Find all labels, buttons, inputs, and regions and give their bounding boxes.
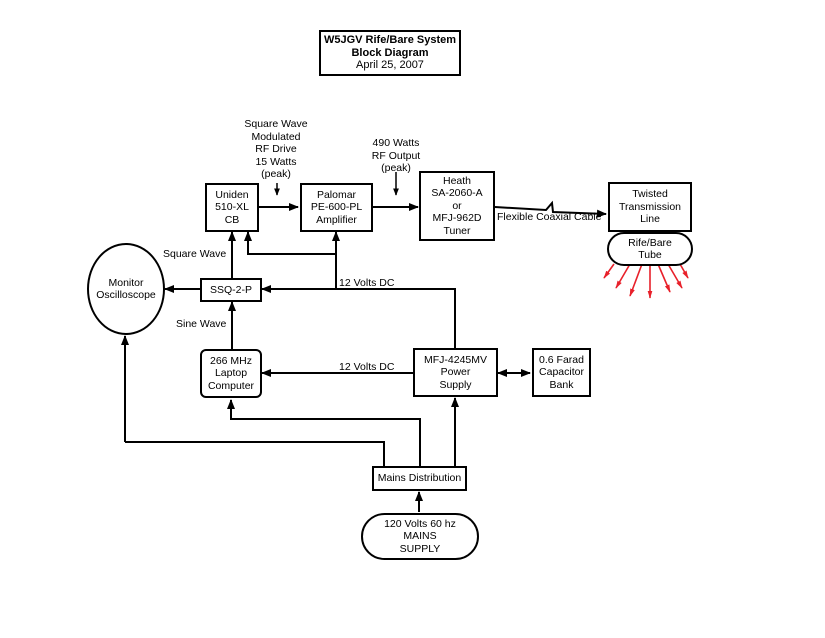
block-text: Supply — [439, 378, 472, 391]
block-text: Twisted — [632, 188, 668, 201]
block-text: Bank — [549, 378, 574, 391]
block-laptop-computer: 266 MHz Laptop Computer — [200, 349, 262, 398]
block-capacitor-bank: 0.6 Farad Capacitor Bank — [532, 348, 591, 397]
annotation-coax: Flexible Coaxial Cable — [497, 211, 602, 223]
annotation-text: 15 Watts — [255, 155, 297, 168]
annotation-12v-upper: 12 Volts DC — [339, 277, 395, 289]
block-uniden-cb: Uniden 510-XL CB — [205, 183, 259, 232]
block-text: CB — [224, 213, 240, 226]
annotation-text: RF Drive — [255, 143, 297, 155]
block-text: Capacitor — [539, 366, 584, 379]
block-text: Tube — [638, 249, 662, 261]
block-text: MAINS — [403, 530, 437, 543]
block-text: Power — [440, 366, 471, 379]
block-text: MFJ-962D — [432, 212, 482, 225]
annotation-sine-wave: Sine Wave — [176, 318, 227, 330]
block-text: Monitor — [108, 276, 144, 289]
block-text: SSQ-2-P — [209, 283, 252, 296]
block-power-supply: MFJ-4245MV Power Supply — [413, 348, 498, 397]
block-text: or — [452, 199, 462, 212]
block-text: Line — [640, 213, 660, 226]
block-ssq-2-p: SSQ-2-P — [200, 278, 262, 302]
diagram-date: April 25, 2007 — [356, 59, 424, 72]
annotation-12v-lower: 12 Volts DC — [339, 361, 395, 373]
block-text: Heath — [442, 174, 472, 187]
annotation-text: RF Output — [371, 149, 421, 162]
radiation-arrow — [667, 263, 683, 289]
annotation-text: Modulated — [251, 130, 301, 143]
block-mains-supply: 120 Volts 60 hz MAINS SUPPLY — [361, 513, 479, 560]
diagram-subtitle: Block Diagram — [351, 46, 429, 59]
block-tuner: Heath SA-2060-A or MFJ-962D Tuner — [419, 171, 495, 241]
annotation-text: Square Wave — [244, 118, 308, 130]
block-text: Uniden — [215, 188, 249, 201]
wire-coax — [494, 200, 607, 218]
block-twisted-transmission-line: Twisted Transmission Line — [608, 182, 692, 232]
block-text: SUPPLY — [399, 542, 441, 555]
block-text: Mains Distribution — [377, 472, 462, 485]
block-text: Palomar — [316, 188, 357, 201]
block-text: Amplifier — [316, 213, 357, 226]
block-text: 266 MHz — [209, 354, 252, 367]
wire-psu-to-ssq — [261, 285, 456, 350]
block-text: Rife/Bare — [628, 236, 672, 249]
block-text: SA-2060-A — [431, 187, 483, 200]
annotation-square-wave: Square Wave — [163, 248, 227, 260]
radiation-arrow — [615, 263, 631, 289]
radiation-arrow — [679, 263, 689, 279]
block-text: Computer — [207, 379, 255, 392]
block-text: Laptop — [214, 367, 248, 380]
block-text: Oscilloscope — [96, 289, 156, 301]
annotation-text: 490 Watts — [372, 137, 420, 149]
block-rife-bare-tube: Rife/Bare Tube — [607, 232, 693, 266]
radiation-arrow — [603, 263, 615, 279]
block-text: 0.6 Farad — [539, 353, 584, 366]
wire-mains-to-laptop — [227, 399, 421, 466]
block-text: PE-600-PL — [310, 201, 363, 214]
block-mains-distribution: Mains Distribution — [372, 466, 467, 491]
annotation-text: (peak) — [381, 162, 411, 174]
block-palomar-amplifier: Palomar PE-600-PL Amplifier — [300, 183, 373, 232]
diagram-title-box: W5JGV Rife/Bare System Block Diagram Apr… — [319, 30, 461, 76]
radiation-arrow — [657, 263, 671, 293]
block-text: Tuner — [443, 224, 471, 237]
block-text: 510-XL — [215, 201, 249, 214]
radiation-arrow — [629, 263, 643, 297]
annotation-text: (peak) — [261, 168, 291, 180]
block-text: Transmission — [618, 200, 682, 213]
block-text: 120 Volts 60 hz — [384, 517, 456, 530]
block-text: MFJ-4245MV — [423, 353, 487, 366]
wire-dc-to-uniden — [244, 231, 336, 255]
annotation-rf-output: 490 Watts RF Output (peak) — [360, 137, 432, 175]
block-monitor-oscilloscope: Monitor Oscilloscope — [87, 243, 165, 335]
diagram-title: W5JGV Rife/Bare System — [323, 34, 457, 47]
annotation-rf-drive: Square Wave Modulated RF Drive 15 Watts … — [236, 118, 316, 181]
